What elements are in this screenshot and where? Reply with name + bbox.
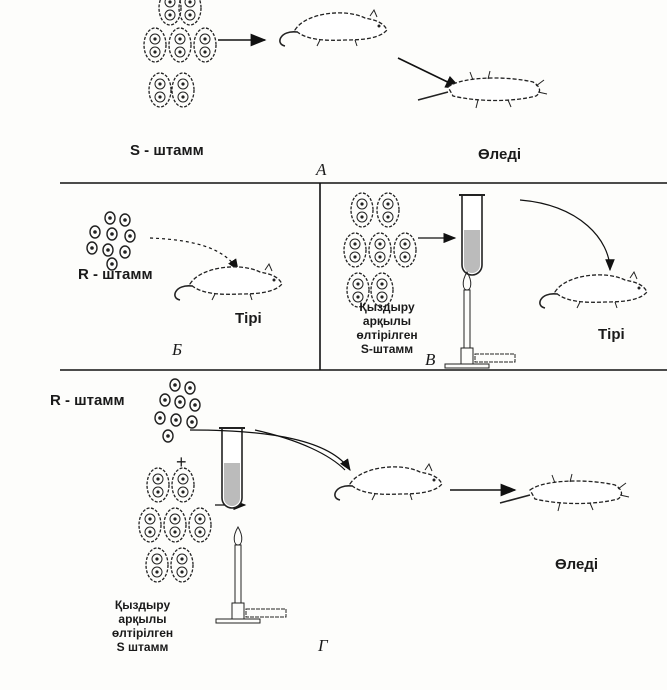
mouse-icon xyxy=(174,263,283,301)
dead-mouse-icon xyxy=(499,473,630,512)
r-strain-label: R - штамм xyxy=(50,392,125,409)
panel-g-r-strain-cells xyxy=(154,378,201,443)
panel-g-heat-killed-s-cells xyxy=(138,467,212,583)
label-line: Қыздыру xyxy=(359,300,415,314)
panel-v-heat-killed-s-cells xyxy=(343,192,417,308)
label-line: өлтірілген xyxy=(356,328,418,342)
plus-sign: + xyxy=(176,452,187,472)
mouse-icon xyxy=(334,463,443,501)
label-line: арқылы xyxy=(362,314,412,328)
arrow xyxy=(189,429,351,471)
test-tube-icon xyxy=(218,427,246,509)
heat-killed-s-strain-label: Қыздыру арқылы өлтірілген S штамм xyxy=(105,598,180,654)
panel-letter-v: В xyxy=(425,350,436,369)
outcome-alive-label: Тірі xyxy=(235,310,262,327)
test-tube-icon xyxy=(458,194,486,276)
outcome-dies-label: Өледі xyxy=(555,556,599,573)
panel-letter-a: A xyxy=(316,160,327,179)
arrow xyxy=(149,237,239,272)
burner-icon xyxy=(444,271,516,369)
label-line: өлтірілген xyxy=(111,626,174,640)
s-strain-label: S - штамм xyxy=(130,142,204,159)
arrow xyxy=(254,429,346,471)
panel-letter-g: Г xyxy=(318,636,328,655)
r-strain-label: R - штамм xyxy=(78,266,153,283)
arrow xyxy=(519,199,615,272)
outcome-alive-label: Тірі xyxy=(598,326,625,343)
outcome-dies-label: Өледі xyxy=(478,146,522,163)
mouse-icon xyxy=(539,271,648,309)
label-line: S штамм xyxy=(116,640,169,654)
heat-killed-s-strain-label: Қыздыру арқылы өлтірілген S-штамм xyxy=(352,300,422,356)
panel-letter-b: Б xyxy=(172,340,183,359)
panel-b-r-strain-cells xyxy=(86,211,136,271)
label-line: S-штамм xyxy=(360,342,414,356)
arrow xyxy=(397,57,462,89)
burner-icon xyxy=(215,526,287,624)
panel-a-s-strain-cells xyxy=(143,0,217,108)
label-line: арқылы xyxy=(118,612,167,626)
label-line: Қыздыру xyxy=(114,598,171,612)
mouse-icon xyxy=(279,9,388,47)
